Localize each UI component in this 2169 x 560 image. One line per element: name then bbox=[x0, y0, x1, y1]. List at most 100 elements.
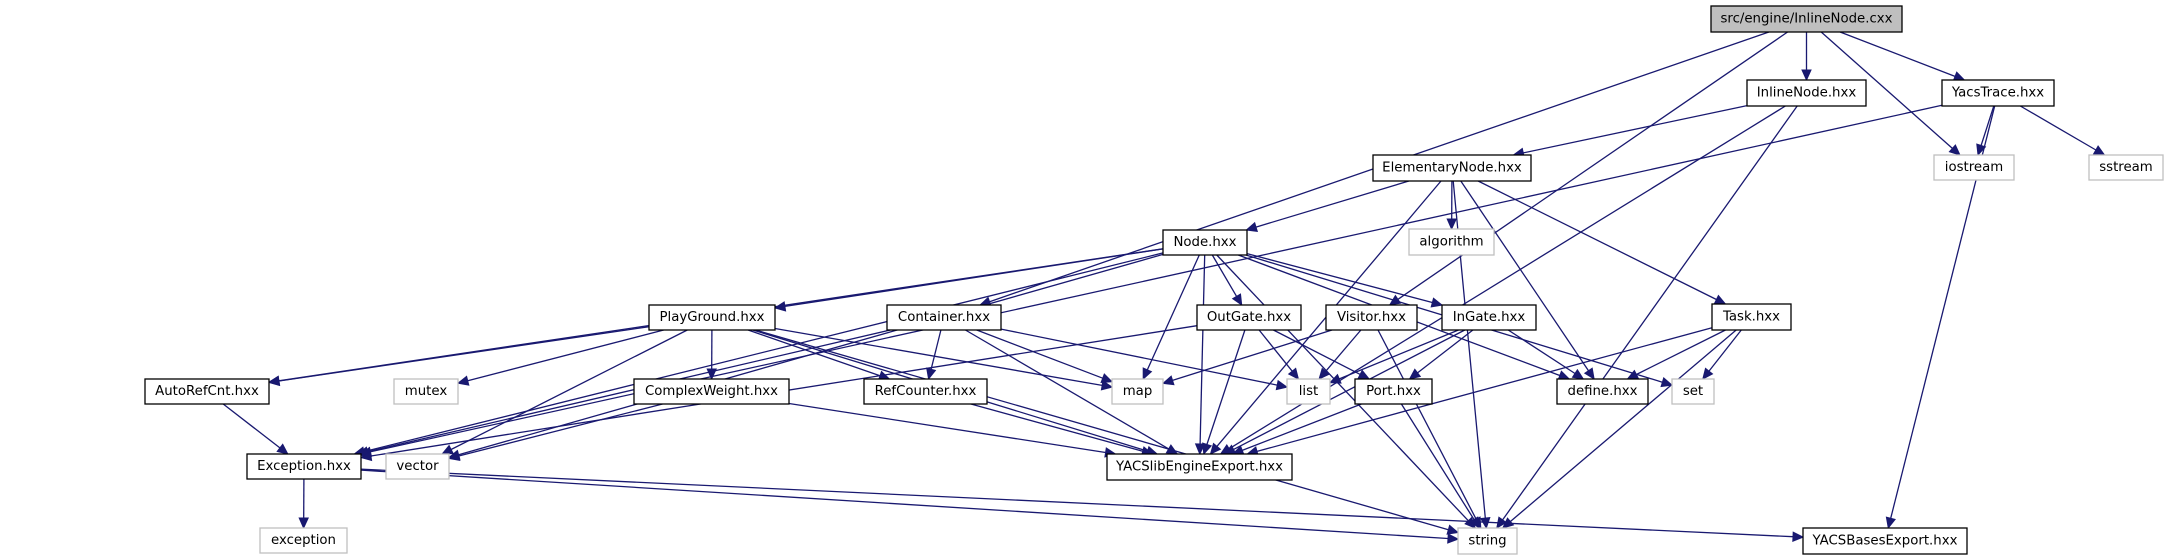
edge-line bbox=[370, 104, 1943, 453]
arrowhead-icon bbox=[267, 375, 281, 387]
edge-root-to-YacsTrace bbox=[1839, 31, 1966, 82]
arrowhead-icon bbox=[1100, 380, 1114, 391]
edge-line bbox=[1400, 403, 1475, 520]
node-list: list bbox=[1286, 378, 1331, 405]
node-box[interactable] bbox=[1941, 79, 2055, 107]
edge-Node-to-InGate bbox=[1246, 252, 1444, 308]
node-port[interactable]: Port.hxx bbox=[1354, 378, 1433, 405]
node-label: algorithm bbox=[1419, 235, 1483, 250]
node-box[interactable] bbox=[1746, 79, 1867, 107]
arrowhead-icon bbox=[1408, 368, 1422, 380]
arrowhead-icon bbox=[1318, 367, 1331, 380]
node-yacslibengineexport[interactable]: YACSlibEngineExport.hxx bbox=[1106, 453, 1293, 481]
node-visitor[interactable]: Visitor.hxx bbox=[1325, 304, 1418, 331]
node-box[interactable] bbox=[1325, 304, 1418, 331]
node-label: Task.hxx bbox=[1722, 310, 1780, 325]
edge-line bbox=[1477, 180, 1717, 301]
node-box[interactable] bbox=[1106, 453, 1293, 481]
node-node[interactable]: Node.hxx bbox=[1162, 229, 1248, 256]
node-box bbox=[1671, 378, 1715, 405]
node-box bbox=[1457, 527, 1518, 555]
node-inlinenode[interactable]: InlineNode.hxx bbox=[1746, 79, 1867, 107]
edge-Container-to-map bbox=[976, 329, 1114, 383]
node-box[interactable] bbox=[886, 304, 1002, 331]
node-box[interactable] bbox=[1372, 154, 1532, 182]
node-elementarynode[interactable]: ElementaryNode.hxx bbox=[1372, 154, 1532, 182]
node-label: vector bbox=[396, 459, 439, 474]
node-box[interactable] bbox=[633, 378, 790, 405]
node-label: InGate.hxx bbox=[1453, 310, 1526, 325]
node-sstream: sstream bbox=[2088, 154, 2164, 181]
edge-root-to-iostream bbox=[1820, 31, 1961, 156]
node-label: sstream bbox=[2099, 160, 2153, 175]
edge-root-to-InlineNode bbox=[1801, 32, 1812, 82]
arrowhead-icon bbox=[1328, 373, 1342, 384]
node-yacsbasesexport[interactable]: YACSBasesExport.hxx bbox=[1802, 527, 1968, 555]
arrowhead-icon bbox=[1245, 221, 1259, 232]
arrowhead-icon bbox=[1165, 444, 1179, 455]
node-autorefcnt[interactable]: AutoRefCnt.hxx bbox=[144, 378, 270, 405]
node-box[interactable] bbox=[1354, 378, 1433, 405]
edge-line bbox=[222, 403, 281, 449]
node-ingate[interactable]: InGate.hxx bbox=[1441, 304, 1537, 331]
node-box[interactable] bbox=[1802, 527, 1968, 555]
node-box bbox=[1111, 378, 1164, 405]
node-box bbox=[393, 378, 459, 405]
node-outgate[interactable]: OutGate.hxx bbox=[1196, 304, 1302, 331]
node-box[interactable] bbox=[1556, 378, 1649, 405]
arrowhead-icon bbox=[1161, 375, 1175, 386]
node-label: Container.hxx bbox=[898, 310, 990, 325]
node-box bbox=[259, 527, 348, 554]
edge-InGate-to-list bbox=[1328, 329, 1459, 384]
edge-line bbox=[1206, 329, 1246, 445]
node-box[interactable] bbox=[144, 378, 270, 405]
node-root: src/engine/InlineNode.cxx bbox=[1710, 5, 1903, 33]
edge-InGate-to-define bbox=[1507, 329, 1585, 380]
edge-Port-to-string bbox=[1400, 403, 1480, 530]
edge-line bbox=[1246, 252, 1433, 304]
node-box bbox=[2088, 154, 2164, 181]
edge-InlineNode-to-ElementaryNode bbox=[1512, 104, 1748, 158]
node-playground[interactable]: PlayGround.hxx bbox=[648, 304, 776, 331]
node-label: list bbox=[1299, 384, 1319, 399]
node-label: string bbox=[1468, 534, 1506, 549]
node-box[interactable] bbox=[648, 304, 776, 331]
arrowhead-icon bbox=[298, 517, 309, 530]
edge-line bbox=[1708, 329, 1742, 372]
node-task[interactable]: Task.hxx bbox=[1711, 303, 1792, 331]
edge-line bbox=[1199, 254, 1206, 445]
node-label: Node.hxx bbox=[1173, 235, 1236, 250]
edge-line bbox=[747, 329, 881, 377]
arrowhead-icon bbox=[1194, 443, 1206, 456]
node-container[interactable]: Container.hxx bbox=[886, 304, 1002, 331]
node-box[interactable] bbox=[1162, 229, 1248, 256]
arrowhead-icon bbox=[441, 444, 454, 455]
arrowhead-icon bbox=[1231, 293, 1243, 307]
node-box[interactable] bbox=[1711, 303, 1792, 331]
node-exception[interactable]: Exception.hxx bbox=[246, 453, 362, 480]
node-box[interactable] bbox=[246, 453, 362, 480]
edge-Port-to-YACSlibEngineExport bbox=[1231, 403, 1362, 456]
arrowhead-icon bbox=[1952, 71, 1966, 82]
node-box[interactable] bbox=[1196, 304, 1302, 331]
edge-Node-to-map bbox=[1142, 254, 1200, 381]
edge-line bbox=[1172, 329, 1333, 382]
edge-ElementaryNode-to-Node bbox=[1245, 180, 1410, 232]
node-box[interactable] bbox=[1441, 304, 1537, 331]
node-box[interactable] bbox=[863, 378, 988, 405]
edge-YacsTrace-to-sstream bbox=[2019, 105, 2106, 156]
edge-ComplexWeight-to-vector bbox=[447, 403, 663, 462]
node-define[interactable]: define.hxx bbox=[1556, 378, 1649, 405]
edge-line bbox=[1460, 180, 1590, 372]
node-complexweight[interactable]: ComplexWeight.hxx bbox=[633, 378, 790, 405]
edge-Visitor-to-map bbox=[1161, 329, 1333, 386]
arrowhead-icon bbox=[1583, 367, 1595, 381]
edge-line bbox=[976, 329, 1103, 379]
edge-line bbox=[2019, 105, 2097, 151]
node-yacstrace[interactable]: YacsTrace.hxx bbox=[1941, 79, 2055, 107]
node-refcounter[interactable]: RefCounter.hxx bbox=[863, 378, 988, 405]
node-label: iostream bbox=[1945, 160, 2003, 175]
node-label: YACSBasesExport.hxx bbox=[1812, 534, 1958, 549]
node-vector: vector bbox=[385, 453, 450, 480]
